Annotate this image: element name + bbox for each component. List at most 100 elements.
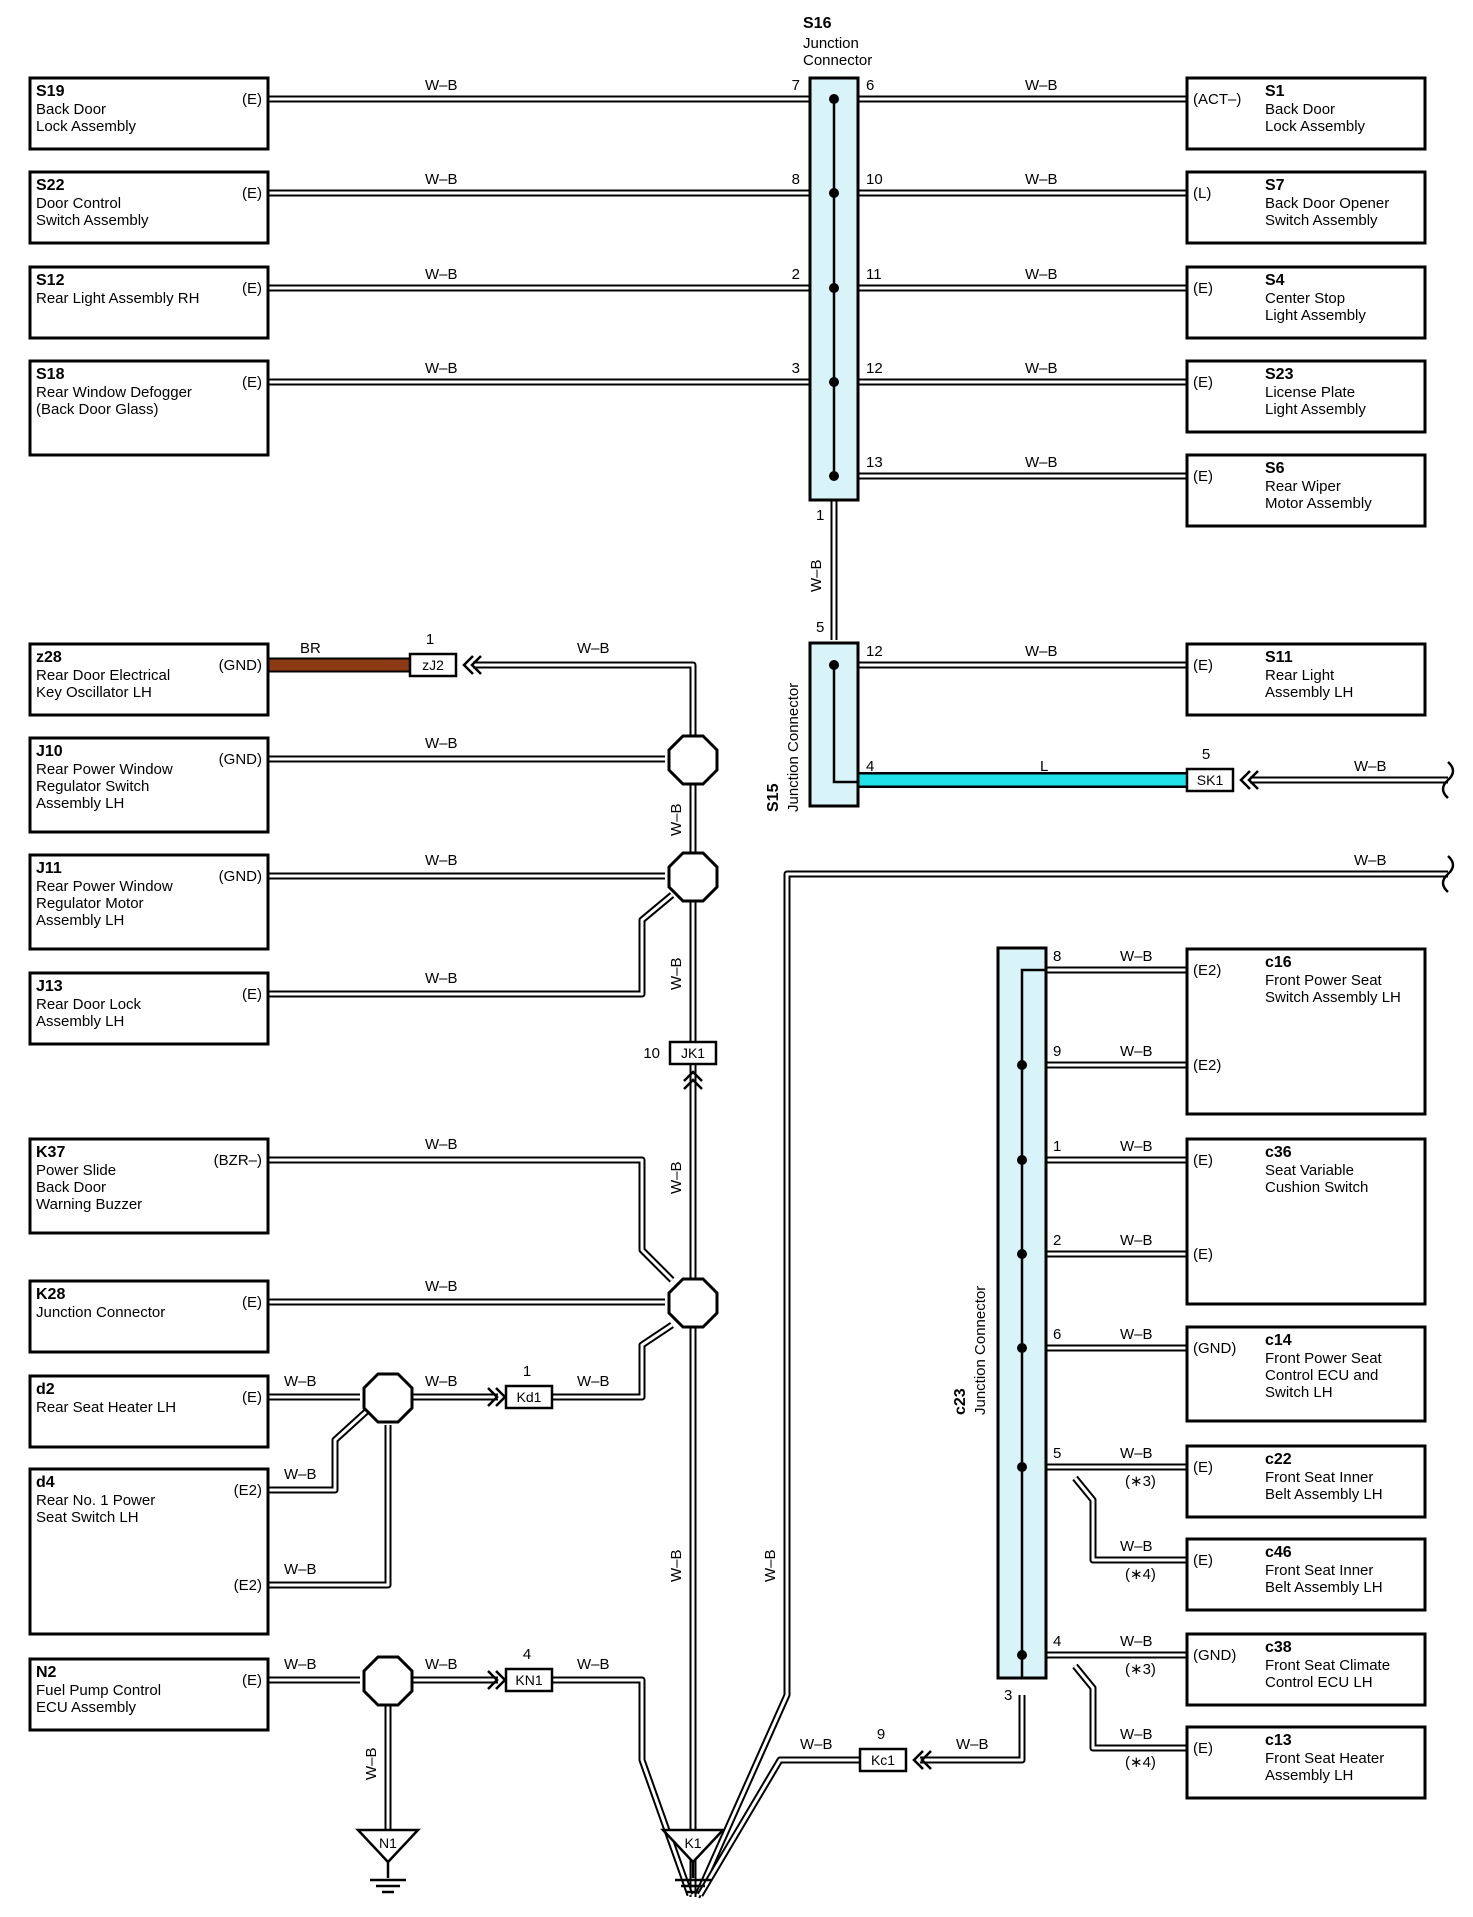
component-name-line: Light Assembly: [1265, 307, 1366, 324]
component-box: [1185, 1725, 1427, 1800]
component-pin: (E2): [234, 1577, 262, 1594]
wire-label: W–B: [1120, 1326, 1153, 1343]
c23-pin-1: 1: [1053, 1138, 1061, 1155]
wire-label: W–B: [425, 1373, 458, 1390]
component-box: [1185, 642, 1427, 717]
component-name-line: Front Power Seat: [1265, 1350, 1383, 1367]
wire-label: W–B: [425, 77, 458, 94]
component-name-line: Switch Assembly: [1265, 212, 1378, 229]
s16-pin-13: 13: [866, 454, 883, 471]
component-code: S6: [1265, 460, 1285, 477]
component-name-line: Belt Assembly LH: [1265, 1486, 1383, 1503]
component-name-line: Junction Connector: [36, 1304, 165, 1321]
wire-br-label: BR: [300, 640, 321, 657]
wire-label: W–B: [668, 957, 685, 990]
component-name-line: Power Slide: [36, 1162, 116, 1179]
c23-pin-5: 5: [1053, 1445, 1061, 1462]
component-name-line: Front Seat Heater: [1265, 1750, 1384, 1767]
c23-pin-9: 9: [1053, 1043, 1061, 1060]
component-name-line: Motor Assembly: [1265, 495, 1372, 512]
wire-kn1-k1: [552, 1676, 694, 1897]
component-code: S12: [36, 272, 65, 289]
wire-label: W–B: [284, 1561, 317, 1578]
component-name-line: Regulator Switch: [36, 778, 149, 795]
component-box: [28, 971, 270, 1046]
c23-pin-2: 2: [1053, 1232, 1061, 1249]
component-pin: (BZR–): [214, 1152, 262, 1169]
wire-j13: [268, 892, 675, 998]
component-pin: (E): [1193, 374, 1213, 391]
wire-c23-c13: [1072, 1663, 1187, 1752]
wire-label: W–B: [425, 1136, 458, 1153]
component-name-line: Back Door: [36, 1179, 106, 1196]
wire-label: W–B: [363, 1747, 380, 1780]
component-name-line: Assembly LH: [36, 795, 124, 812]
component-name-line: Rear Seat Heater LH: [36, 1399, 176, 1416]
c23-pin-3: 3: [1004, 1687, 1012, 1704]
component-box: [28, 265, 270, 340]
wire-label: W–B: [284, 1656, 317, 1673]
c23-pin-8: 8: [1053, 948, 1061, 965]
component-name-line: Center Stop: [1265, 290, 1345, 307]
wire-label: W–B: [1120, 1138, 1153, 1155]
s16-pin-3: 3: [792, 360, 800, 377]
junction-s15: 5 12 4 S15 Junction Connector: [765, 619, 883, 812]
component-name-line: Warning Buzzer: [36, 1196, 142, 1213]
break-mark-top: [1441, 761, 1455, 799]
connector-kn1: KN1 4: [487, 1646, 554, 1693]
component-pin: (E): [1193, 1246, 1213, 1263]
c23-pin-6: 6: [1053, 1326, 1061, 1343]
wire-label: W–B: [1120, 1043, 1153, 1060]
component-name-line: Rear Light: [1265, 667, 1335, 684]
wire-label: W–B: [425, 852, 458, 869]
component-pin: (ACT–): [1193, 91, 1241, 108]
component-code: K28: [36, 1286, 65, 1303]
component-name-line: Rear Light Assembly RH: [36, 290, 199, 307]
note-3: (∗3): [1125, 1661, 1156, 1678]
connector-zj2: zJ2 1: [408, 631, 482, 678]
component-pin: (E): [1193, 657, 1213, 674]
component-box: [1185, 1632, 1427, 1707]
component-box: [1185, 1444, 1427, 1519]
inline-connectors: zJ2 1 SK1 5 JK1 10 Kd1 1 KN1 4: [408, 631, 1259, 1773]
component-name-line: Assembly LH: [36, 1013, 124, 1030]
component-pin: (E): [242, 1294, 262, 1311]
wire-zj2-trunk: [473, 661, 697, 760]
wire-label: W–B: [1354, 758, 1387, 775]
component-code: S1: [1265, 83, 1285, 100]
break-mark-bottom: [1441, 855, 1455, 893]
component-name-line: Regulator Motor: [36, 895, 144, 912]
wire-l-label: L: [1040, 758, 1048, 775]
component-box: [1185, 76, 1427, 151]
wire-label: W–B: [425, 266, 458, 283]
wire-label: W–B: [668, 1161, 685, 1194]
svg-text:5: 5: [1202, 746, 1210, 763]
component-box: [1185, 1325, 1427, 1423]
component-box: [28, 1374, 270, 1449]
component-pin: (GND): [219, 868, 262, 885]
component-code: S19: [36, 83, 65, 100]
wire-label: W–B: [1120, 1445, 1153, 1462]
component-box: [28, 1279, 270, 1354]
component-code: J11: [36, 860, 62, 877]
component-pin: (E): [1193, 1740, 1213, 1757]
wire-label: W–B: [762, 1549, 779, 1582]
component-box: [28, 736, 270, 834]
splice-d2: [362, 1372, 414, 1424]
wire-label: W–B: [425, 1656, 458, 1673]
component-box: [28, 170, 270, 245]
note-3: (∗3): [1125, 1473, 1156, 1490]
component-code: J13: [36, 978, 63, 995]
component-pin: (E): [242, 374, 262, 391]
component-name-line: Belt Assembly LH: [1265, 1579, 1383, 1596]
svg-text:1: 1: [523, 1363, 531, 1380]
